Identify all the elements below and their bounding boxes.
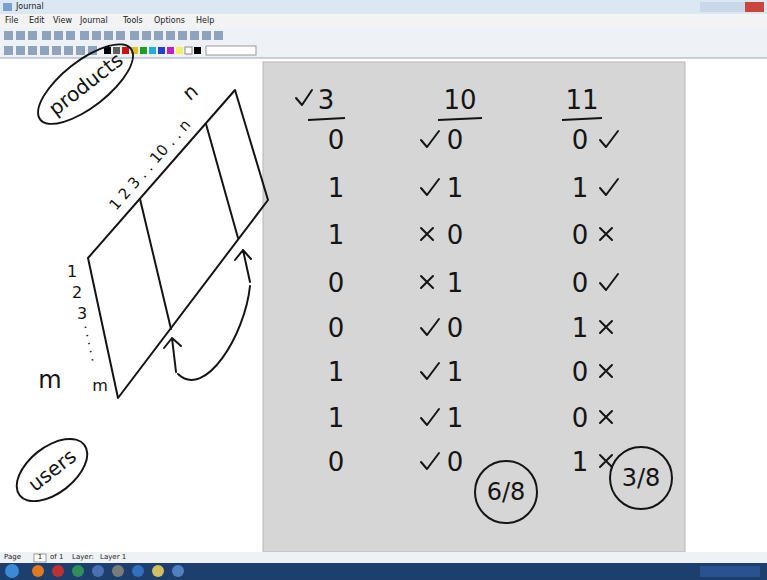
circled-word: products xyxy=(25,29,147,139)
row-dots: . . . . . xyxy=(81,323,103,362)
circled-word: users xyxy=(4,425,100,515)
pen-palette xyxy=(104,46,256,55)
app-icon xyxy=(3,3,12,11)
table-cell: 0 xyxy=(572,404,589,433)
table-cell: 0 xyxy=(328,269,345,298)
row-number: 2 xyxy=(72,284,82,302)
close-button xyxy=(745,2,764,12)
check-marks xyxy=(296,90,618,469)
node-text: 6/8 xyxy=(487,479,526,505)
menu-item: View xyxy=(53,17,72,26)
table-cell: 1 xyxy=(447,404,464,433)
status-text: Layer: xyxy=(72,554,94,562)
title-bar xyxy=(0,0,767,14)
menu-item: Options xyxy=(154,17,185,26)
column-header: 11 xyxy=(565,86,598,115)
table-cell: 0 xyxy=(447,448,464,477)
window-buttons xyxy=(700,2,764,12)
row-number: 3 xyxy=(77,305,87,323)
table-cell: 1 xyxy=(328,221,345,250)
table-cell: 0 xyxy=(447,126,464,155)
menu-item: Edit xyxy=(29,17,45,26)
node-text: products xyxy=(45,48,127,119)
table-cell: 0 xyxy=(447,314,464,343)
status-text: 1 xyxy=(38,554,42,562)
dimension-letter: n xyxy=(178,79,202,104)
table-cell: 0 xyxy=(328,448,345,477)
status-bar xyxy=(0,552,767,563)
column-header: 10 xyxy=(443,86,476,115)
column-numbers: 1 2 3 . . 10 . . n xyxy=(106,117,194,214)
matrix-sketch xyxy=(88,90,268,398)
menu-item: Help xyxy=(196,17,214,26)
table-cell: 1 xyxy=(328,404,345,433)
taskbar-icons xyxy=(5,564,760,578)
status-text: Page xyxy=(4,554,21,562)
table-cell: 0 xyxy=(572,358,589,387)
column-header: 3 xyxy=(318,86,335,115)
table-cell: 0 xyxy=(572,221,589,250)
page-canvas xyxy=(0,59,767,552)
status-text: Layer 1 xyxy=(100,554,126,562)
page-box xyxy=(34,554,46,562)
menu-item: File xyxy=(5,17,18,26)
menu-bar xyxy=(0,14,767,28)
window-title: Journal xyxy=(16,3,44,12)
row-number: 1 xyxy=(67,263,77,281)
table-cell: 0 xyxy=(328,126,345,155)
grey-panel xyxy=(263,62,685,552)
table-cell: 1 xyxy=(447,269,464,298)
table-cell: 0 xyxy=(572,126,589,155)
table-cell: 1 xyxy=(572,314,589,343)
node-text: users xyxy=(24,445,80,496)
menu-item: Journal xyxy=(80,17,108,26)
table-cell: 0 xyxy=(328,314,345,343)
table-cell: 1 xyxy=(328,174,345,203)
status-text: of 1 xyxy=(50,554,63,562)
circled-fraction: 6/8 xyxy=(474,460,539,525)
row-number: m xyxy=(92,377,108,395)
circled-fraction: 3/8 xyxy=(609,446,674,511)
toolbar xyxy=(0,28,767,43)
table-cell: 1 xyxy=(447,174,464,203)
table-cell: 1 xyxy=(447,358,464,387)
table-cell: 1 xyxy=(572,448,589,477)
table-cell: 1 xyxy=(572,174,589,203)
node-text: 3/8 xyxy=(622,465,661,491)
table-cell: 0 xyxy=(572,269,589,298)
menu-item: Tools xyxy=(123,17,143,26)
table-cell: 0 xyxy=(447,221,464,250)
table-cell: 1 xyxy=(328,358,345,387)
dimension-letter: m xyxy=(38,367,61,393)
taskbar xyxy=(0,563,767,580)
header-underlines xyxy=(308,118,602,120)
